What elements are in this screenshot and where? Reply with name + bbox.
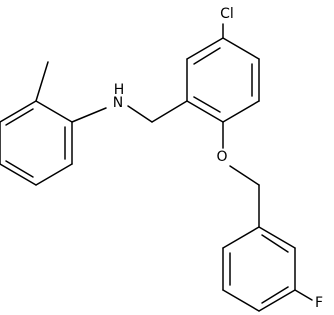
bond bbox=[127, 105, 153, 123]
bond bbox=[186, 100, 224, 123]
ether-oxygen-label: O bbox=[216, 149, 227, 165]
bond bbox=[229, 165, 260, 186]
tolyl-ring bbox=[0, 100, 73, 186]
double-bond bbox=[193, 96, 221, 113]
double-bond bbox=[5, 160, 34, 178]
double-bond bbox=[261, 234, 289, 253]
bond bbox=[35, 163, 73, 186]
bond bbox=[186, 37, 224, 60]
methyl-bond bbox=[35, 61, 49, 102]
bond bbox=[71, 107, 107, 123]
central-ring bbox=[186, 37, 260, 123]
bond bbox=[258, 226, 296, 249]
bond bbox=[35, 100, 73, 123]
fluorine-label: F bbox=[315, 295, 323, 311]
bond bbox=[0, 100, 37, 123]
bond bbox=[222, 100, 260, 123]
chlorine-label: Cl bbox=[220, 6, 234, 22]
double-bond bbox=[261, 286, 289, 304]
bond bbox=[151, 100, 188, 123]
amine-h-label: H bbox=[114, 82, 125, 98]
fluorine-bond bbox=[294, 289, 313, 301]
bond bbox=[258, 289, 296, 312]
fluorophenyl-ring bbox=[222, 226, 296, 312]
bond bbox=[222, 226, 260, 249]
double-bond bbox=[5, 108, 34, 126]
bond bbox=[222, 37, 260, 60]
bond bbox=[0, 163, 37, 186]
double-bond bbox=[193, 47, 221, 65]
amine-n-label: N bbox=[113, 95, 123, 111]
bond bbox=[222, 289, 260, 312]
